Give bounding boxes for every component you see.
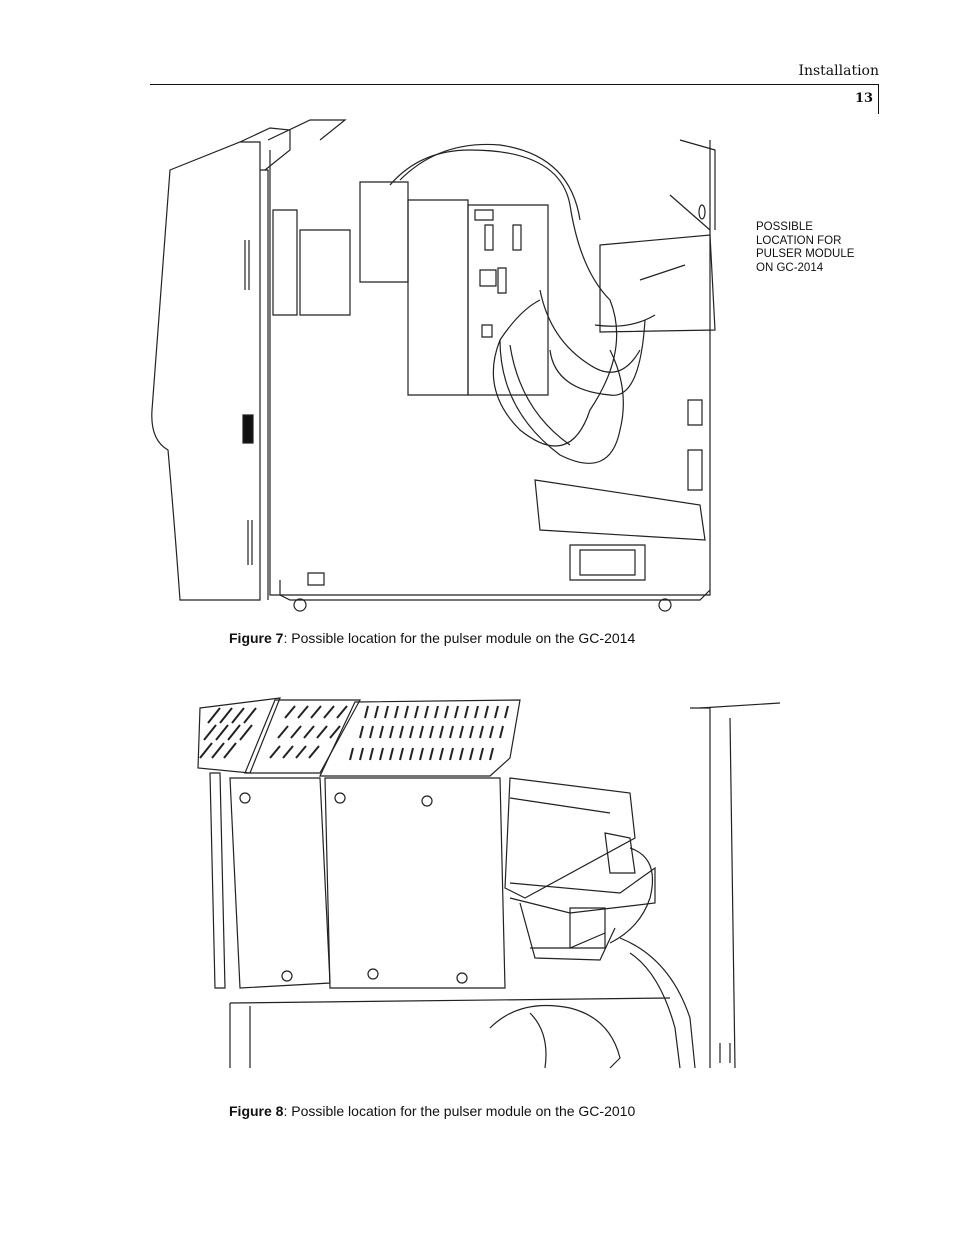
pulser-location-callout: POSSIBLE LOCATION FOR PULSER MODULE ON G… <box>756 221 876 275</box>
figure-8-illustration <box>190 688 780 1073</box>
figure-8-caption: Figure 8: Possible location for the puls… <box>229 1103 635 1119</box>
callout-line-2: LOCATION FOR <box>756 234 842 247</box>
page-number-rule <box>878 84 879 114</box>
figure-8-label: Figure 8 <box>229 1103 284 1119</box>
figure-7-illustration: POSSIBLE LOCATION FOR PULSER MODULE ON G… <box>140 110 880 615</box>
callout-line-1: POSSIBLE <box>756 221 813 233</box>
figure-7-caption-text: : Possible location for the pulser modul… <box>283 630 636 646</box>
figure-7-caption: Figure 7: Possible location for the puls… <box>229 630 635 646</box>
figure-7-label: Figure 7 <box>229 630 284 646</box>
section-title: Installation <box>798 63 879 79</box>
header-rule <box>150 84 879 85</box>
page-number: 13 <box>855 91 874 106</box>
figure-8-caption-text: : Possible location for the pulser modul… <box>283 1103 636 1119</box>
callout-line-4: ON GC-2014 <box>756 261 824 274</box>
callout-line-3: PULSER MODULE <box>756 248 855 260</box>
